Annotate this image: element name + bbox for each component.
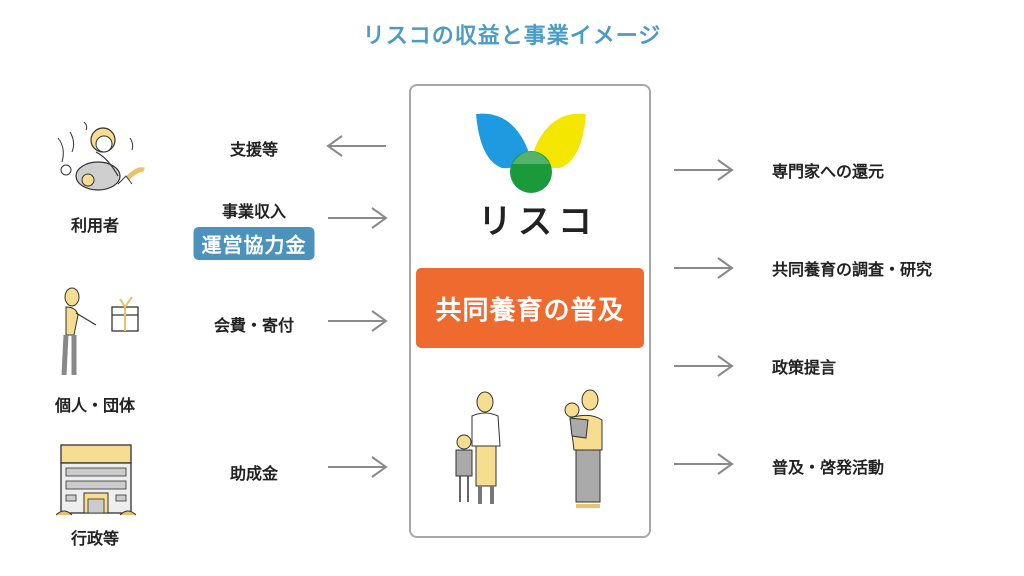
arrow-right-icon <box>328 456 388 478</box>
output-label-policy: 政策提言 <box>772 358 837 377</box>
risco-logo-icon <box>476 113 586 193</box>
arrow-right-icon <box>328 207 388 229</box>
flow-label-membership-donation: 会費・寄付 <box>213 316 295 335</box>
operating-contribution-badge: 運営協力金 <box>193 227 315 260</box>
page-title: リスコの収益と事業イメージ <box>362 24 662 49</box>
arrow-right-icon <box>328 310 388 332</box>
output-label-awareness: 普及・啓発活動 <box>772 458 885 477</box>
flow-label-support: 支援等 <box>229 140 279 159</box>
flow-label-grant: 助成金 <box>229 464 279 483</box>
mission-banner: 共同養育の普及 <box>416 268 644 348</box>
arrow-right-icon <box>674 257 734 279</box>
families-illustration <box>455 389 603 508</box>
arrow-right-icon <box>674 355 734 377</box>
output-label-research: 共同養育の調査・研究 <box>772 260 933 279</box>
arrow-right-icon <box>674 453 734 475</box>
source-label-individuals: 個人・団体 <box>54 396 136 415</box>
source-label-government: 行政等 <box>70 529 120 548</box>
arrow-left-icon <box>326 135 386 157</box>
government-building-illustration <box>56 444 136 516</box>
output-label-expert-return: 専門家への還元 <box>772 162 885 181</box>
child-playing-illustration <box>57 121 145 191</box>
source-label-users: 利用者 <box>70 216 120 235</box>
person-giving-gift-illustration <box>61 287 139 376</box>
arrow-right-icon <box>674 159 734 181</box>
flow-label-business-income: 事業収入 <box>221 202 287 221</box>
logo-text: リスコ <box>478 202 598 242</box>
